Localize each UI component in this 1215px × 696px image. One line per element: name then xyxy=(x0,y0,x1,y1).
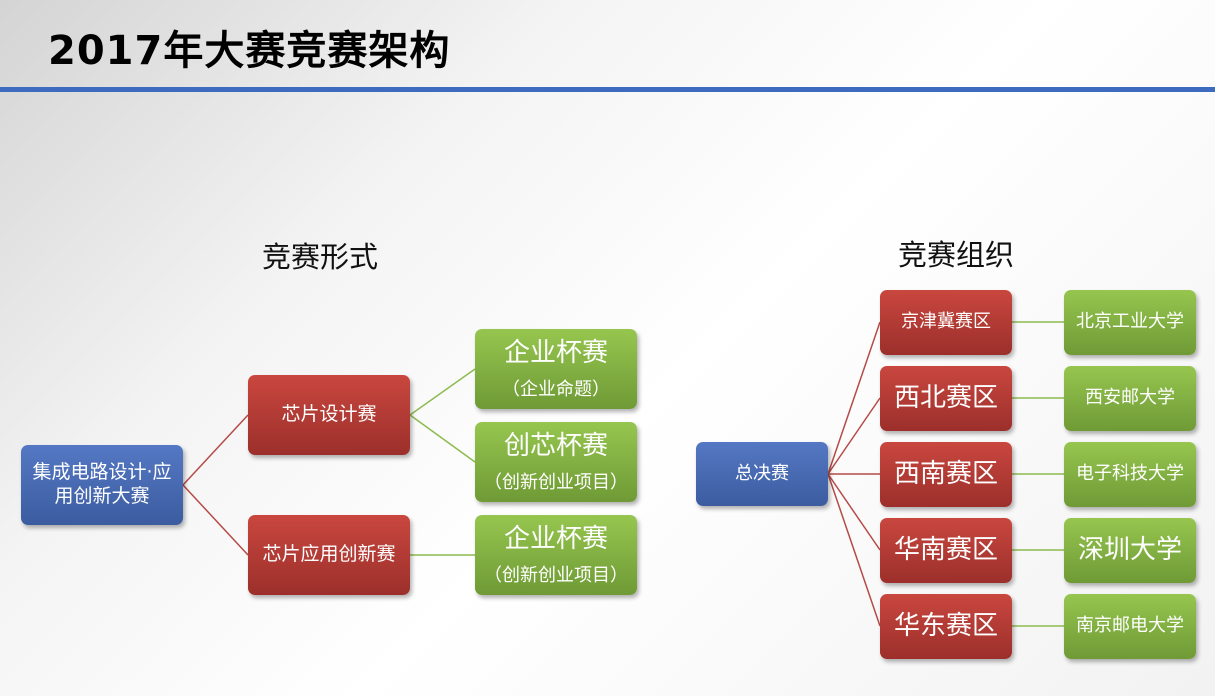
host-university: 深圳大学 xyxy=(1064,518,1196,583)
connector-line xyxy=(409,414,476,463)
cup-name: 创芯杯赛 xyxy=(503,430,608,461)
cup-note: （企业命题） xyxy=(502,379,610,400)
host-university: 北京工业大学 xyxy=(1064,290,1196,355)
cup-enterprise-design: 企业杯赛 （企业命题） xyxy=(475,329,637,409)
track-chip-design: 芯片设计赛 xyxy=(248,375,410,455)
cup-note: （创新创业项目） xyxy=(484,472,628,493)
organization-heading: 竞赛组织 xyxy=(898,238,1015,272)
cup-name: 企业杯赛 xyxy=(503,337,608,368)
region-jingjinji: 京津冀赛区 xyxy=(880,290,1012,355)
connector-line xyxy=(182,414,249,486)
connector-line xyxy=(827,473,881,551)
region-east: 华东赛区 xyxy=(880,594,1012,659)
region-southwest: 西南赛区 xyxy=(880,442,1012,507)
cup-enterprise-application: 企业杯赛 （创新创业项目） xyxy=(475,515,637,595)
connector-line xyxy=(409,368,476,416)
format-heading: 竞赛形式 xyxy=(262,240,379,274)
slide-title: 2017年大赛竞赛架构 xyxy=(48,28,451,74)
host-university: 南京邮电大学 xyxy=(1064,594,1196,659)
connector-line xyxy=(827,473,881,627)
cup-name: 企业杯赛 xyxy=(503,523,608,554)
cup-chuangxin: 创芯杯赛 （创新创业项目） xyxy=(475,422,637,502)
region-south: 华南赛区 xyxy=(880,518,1012,583)
competition-root-node: 集成电路设计·应用创新大赛 xyxy=(21,445,183,525)
connector-line xyxy=(827,321,881,475)
track-chip-application: 芯片应用创新赛 xyxy=(248,515,410,595)
connector-line xyxy=(827,397,881,475)
cup-note: （创新创业项目） xyxy=(484,565,628,586)
region-northwest: 西北赛区 xyxy=(880,366,1012,431)
connector-line xyxy=(182,484,249,556)
host-university: 电子科技大学 xyxy=(1064,442,1196,507)
finals-node: 总决赛 xyxy=(696,442,828,506)
title-divider xyxy=(0,87,1215,92)
host-university: 西安邮大学 xyxy=(1064,366,1196,431)
